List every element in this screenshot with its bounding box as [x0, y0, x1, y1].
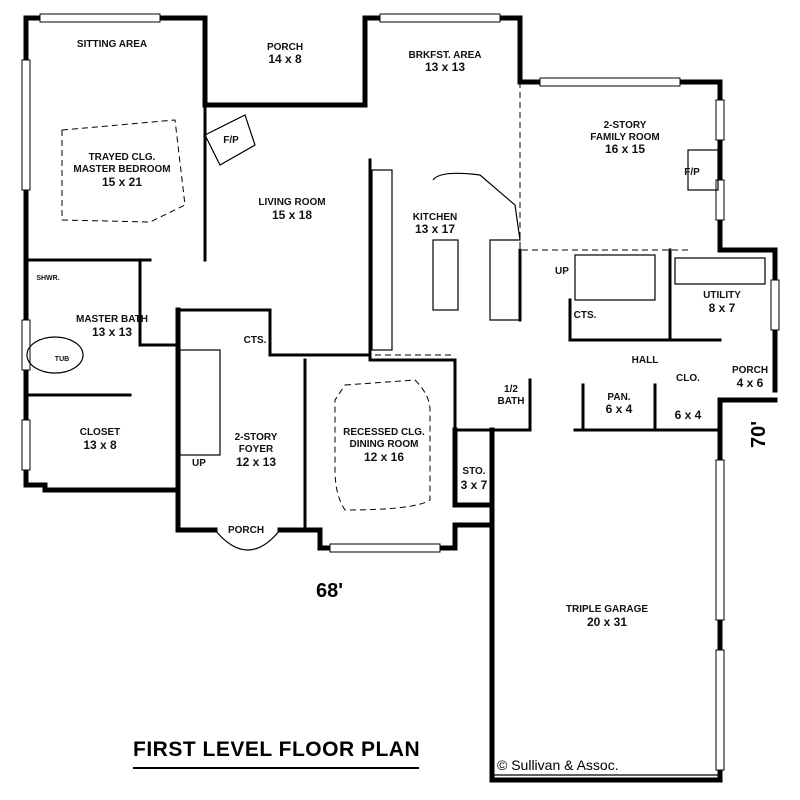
- master-bath-size: 13 x 13: [92, 325, 132, 339]
- title-underline: [133, 767, 419, 769]
- tub-label: TUB: [55, 356, 69, 363]
- master-bed-size: 15 x 21: [102, 175, 142, 189]
- pantry-size: 6 x 4: [606, 402, 633, 416]
- room-labels: SITTING AREA PORCH 14 x 8 BRKFST. AREA 1…: [36, 39, 768, 629]
- closet-label: CLOSET: [80, 427, 121, 438]
- foyer-label-1: 2-STORY: [235, 432, 278, 443]
- utility-label: UTILITY: [703, 290, 741, 301]
- cts-rear-label: CTS.: [574, 310, 597, 321]
- porch-side-label: PORCH: [732, 365, 768, 376]
- overall-depth-dimension: 70': [748, 420, 770, 448]
- kitchen-size: 13 x 17: [415, 222, 455, 236]
- master-bed-label-2: MASTER BEDROOM: [73, 164, 170, 175]
- master-bed-label-1: TRAYED CLG.: [89, 152, 156, 163]
- living-room-size: 15 x 18: [272, 208, 312, 222]
- porch-side-size: 4 x 6: [737, 376, 764, 390]
- hall-label: HALL: [632, 355, 659, 366]
- interior-walls: [24, 103, 722, 532]
- half-bath-label-2: BATH: [497, 396, 524, 407]
- garage-label: TRIPLE GARAGE: [566, 604, 649, 615]
- fp-living-label: F/P: [223, 135, 239, 146]
- dining-label-2: DINING ROOM: [350, 439, 419, 450]
- copyright-notice: © Sullivan & Assoc.: [497, 757, 619, 773]
- foyer-size: 12 x 13: [236, 455, 276, 469]
- closet-size: 13 x 8: [83, 438, 117, 452]
- foyer-label-2: FOYER: [239, 444, 274, 455]
- clo-label: CLO.: [676, 373, 700, 384]
- pantry-label: PAN.: [607, 392, 630, 403]
- utility-size: 8 x 7: [709, 301, 736, 315]
- storage-label: STO.: [462, 466, 485, 477]
- storage-size: 3 x 7: [461, 478, 488, 492]
- porch-top-size: 14 x 8: [268, 52, 302, 66]
- shower-label: SHWR.: [36, 275, 59, 282]
- half-bath-label-1: 1/2: [504, 384, 518, 395]
- exterior-walls: [23, 15, 778, 783]
- family-room-size: 16 x 15: [605, 142, 645, 156]
- living-room-label: LIVING ROOM: [258, 197, 325, 208]
- kitchen-label: KITCHEN: [413, 212, 457, 223]
- plan-title: FIRST LEVEL FLOOR PLAN: [133, 738, 421, 761]
- clo-size: 6 x 4: [675, 408, 702, 422]
- master-bath-label: MASTER BATH: [76, 314, 148, 325]
- fixtures: [26, 82, 766, 776]
- garage-size: 20 x 31: [587, 615, 627, 629]
- breakfast-size: 13 x 13: [425, 60, 465, 74]
- fp-family-label: F/P: [684, 167, 700, 178]
- dining-size: 12 x 16: [364, 450, 404, 464]
- sitting-area-label: SITTING AREA: [77, 39, 147, 50]
- family-room-label-1: 2-STORY: [604, 120, 647, 131]
- cts-foyer-label: CTS.: [244, 335, 267, 346]
- family-room-label-2: FAMILY ROOM: [590, 132, 659, 143]
- porch-top-label: PORCH: [267, 42, 303, 53]
- overall-width-dimension: 68': [316, 580, 344, 602]
- windows: [21, 13, 780, 771]
- porch-front-label: PORCH: [228, 525, 264, 536]
- dining-label-1: RECESSED CLG.: [343, 427, 425, 438]
- up-foyer-label: UP: [192, 458, 206, 469]
- breakfast-label: BRKFST. AREA: [409, 50, 482, 61]
- up-rear-label: UP: [555, 266, 569, 277]
